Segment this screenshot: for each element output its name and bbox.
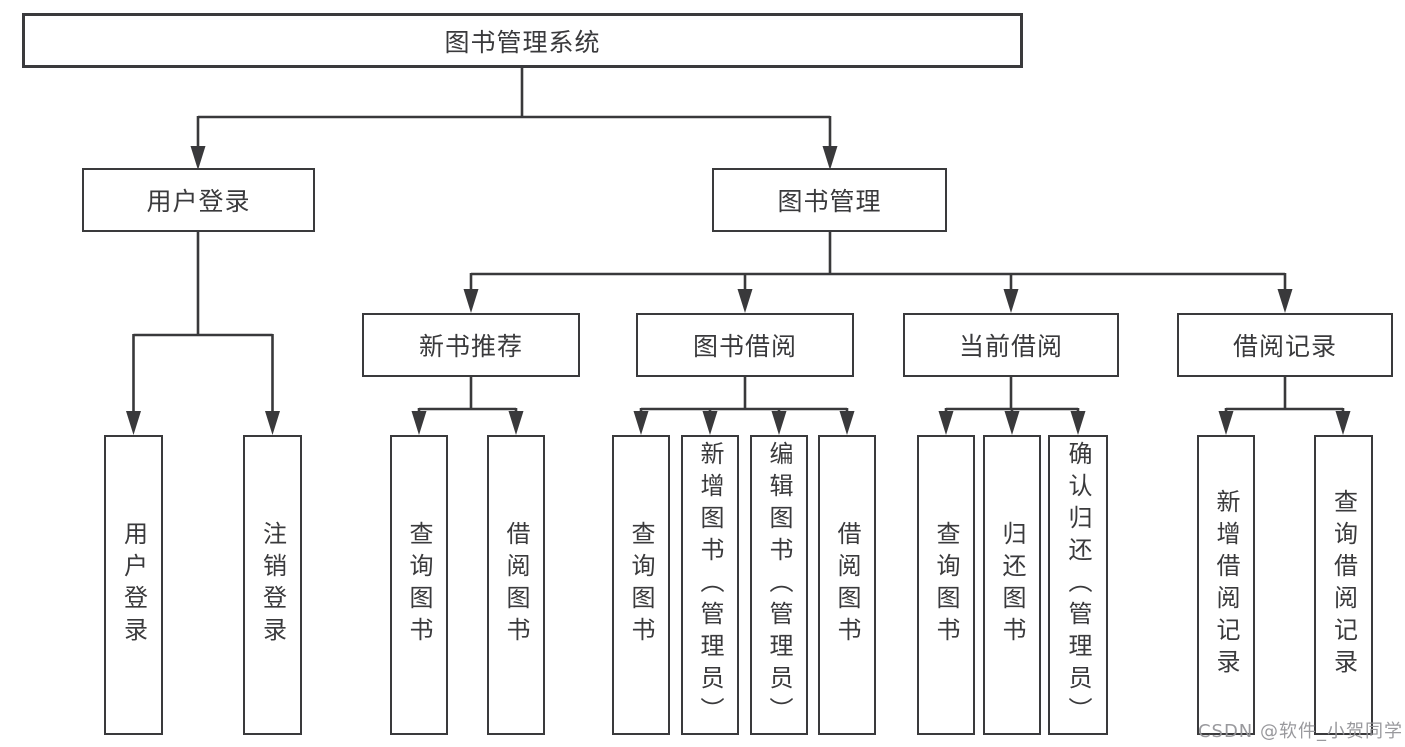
- node-label: 注销登录: [258, 521, 287, 649]
- node-label: 查询借阅记录: [1329, 489, 1358, 681]
- node-label: 查询图书: [405, 521, 433, 649]
- node-cb-return-books: 归还图书: [983, 435, 1041, 735]
- node-cb-query-books: 查询图书: [917, 435, 975, 735]
- node-current-borrow: 当前借阅: [903, 313, 1119, 377]
- branch-borrow-records: [1218, 377, 1351, 435]
- node-bb-add-books: 新增图书（管理员）: [681, 435, 739, 735]
- node-new-book-rec: 新书推荐: [362, 313, 580, 377]
- branch-book-mgmt: [463, 232, 1293, 313]
- node-bb-edit-books: 编辑图书（管理员）: [750, 435, 808, 735]
- node-label: 查询图书: [932, 521, 960, 649]
- node-label: 借阅图书: [502, 521, 530, 649]
- node-user-login: 用户登录: [82, 168, 315, 232]
- branch-current-borrow: [938, 377, 1086, 435]
- node-label: 借阅图书: [833, 521, 861, 649]
- node-bb-query-books: 查询图书: [612, 435, 670, 735]
- node-root: 图书管理系统: [22, 13, 1023, 68]
- branch-book-borrow: [633, 377, 855, 435]
- branch-root: [190, 68, 838, 170]
- node-book-mgmt: 图书管理: [712, 168, 947, 232]
- node-book-borrow: 图书借阅: [636, 313, 854, 377]
- node-label: 编辑图书（管理员）: [765, 441, 793, 729]
- node-cb-confirm-return: 确认归还（管理员）: [1048, 435, 1108, 735]
- node-leaf-logout: 注销登录: [243, 435, 302, 735]
- branch-new-book-rec: [411, 377, 524, 435]
- node-label: 确认归还（管理员）: [1064, 441, 1092, 729]
- node-label: 用户登录: [119, 521, 148, 649]
- node-rec-query-books: 查询图书: [390, 435, 448, 735]
- node-label: 新增借阅记录: [1212, 489, 1240, 681]
- node-borrow-records: 借阅记录: [1177, 313, 1393, 377]
- node-br-query-record: 查询借阅记录: [1314, 435, 1373, 735]
- node-rec-borrow-books: 借阅图书: [487, 435, 545, 735]
- csdn-watermark: CSDN @软件_小贺同学: [1197, 721, 1403, 742]
- node-br-add-record: 新增借阅记录: [1197, 435, 1255, 735]
- node-label: 查询图书: [627, 521, 655, 649]
- node-label: 新增图书（管理员）: [696, 441, 724, 729]
- node-bb-borrow-books: 借阅图书: [818, 435, 876, 735]
- node-label: 归还图书: [998, 521, 1026, 649]
- node-leaf-user-login: 用户登录: [104, 435, 163, 735]
- branch-user-login: [126, 232, 280, 435]
